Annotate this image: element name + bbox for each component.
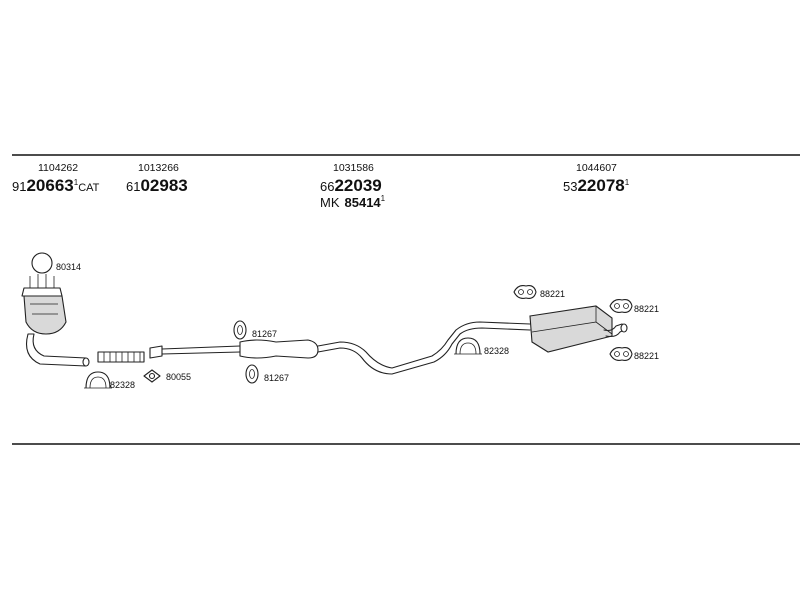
part-sub-marker: 1 [381, 194, 386, 203]
label-hanger-top: 88221 [540, 289, 565, 299]
part-number-line: 6102983 [126, 176, 188, 195]
part-prefix: 53 [563, 179, 577, 194]
label-clamp-rear: 82328 [484, 346, 509, 356]
clamp-front-drawing [84, 371, 112, 389]
part-number-line: 53220781 [563, 176, 630, 195]
catalytic-converter-drawing [21, 274, 90, 367]
label-hanger-bottom: 88221 [634, 351, 659, 361]
part-prefix: 66 [320, 179, 334, 194]
part-number: 22078 [577, 176, 624, 195]
label-sealing-ring: 80314 [56, 262, 81, 272]
gasket-front-drawing [143, 369, 161, 383]
part-sub-line: MK 854141 [320, 194, 386, 210]
label-clamp-front: 82328 [110, 380, 135, 390]
hanger-top-drawing [513, 285, 537, 299]
part-number: 02983 [140, 176, 187, 195]
part-group-1: 1104262 91206631CAT [12, 162, 100, 195]
label-bracket-mid-bottom: 81267 [264, 373, 289, 383]
part-prefix: 61 [126, 179, 140, 194]
part-group-4: 1044607 53220781 [563, 162, 630, 195]
part-prefix: 91 [12, 179, 26, 194]
part-sub-number: 85414 [345, 195, 382, 210]
part-marker: 1 [74, 178, 79, 187]
part-ref: 1031586 [333, 162, 374, 174]
part-number: 22039 [334, 176, 381, 195]
flex-pipe-drawing [97, 351, 145, 363]
bracket-mid-top-drawing [233, 320, 247, 340]
sealing-ring-drawing [31, 252, 53, 274]
part-ref: 1104262 [38, 162, 78, 174]
middle-pipe-drawing [149, 321, 531, 375]
part-sub-prefix: MK [320, 195, 340, 210]
rear-silencer-drawing [529, 305, 628, 353]
part-number-line: 6622039 [320, 176, 382, 195]
part-suffix: CAT [78, 182, 99, 194]
clamp-rear-drawing [454, 337, 482, 355]
bracket-mid-bottom-drawing [245, 364, 259, 384]
hanger-bottom-drawing [609, 347, 633, 361]
label-hanger-right: 88221 [634, 304, 659, 314]
part-ref: 1013266 [138, 162, 179, 174]
part-group-3: 1031586 6622039 MK 854141 [320, 162, 386, 210]
part-number-line: 91206631CAT [12, 176, 100, 195]
part-ref: 1044607 [576, 162, 617, 174]
part-group-2: 1013266 6102983 [126, 162, 188, 195]
hanger-right-drawing [609, 299, 633, 313]
label-gasket-front: 80055 [166, 372, 191, 382]
label-bracket-mid-top: 81267 [252, 329, 277, 339]
part-marker: 1 [625, 178, 630, 187]
part-number: 20663 [26, 176, 73, 195]
